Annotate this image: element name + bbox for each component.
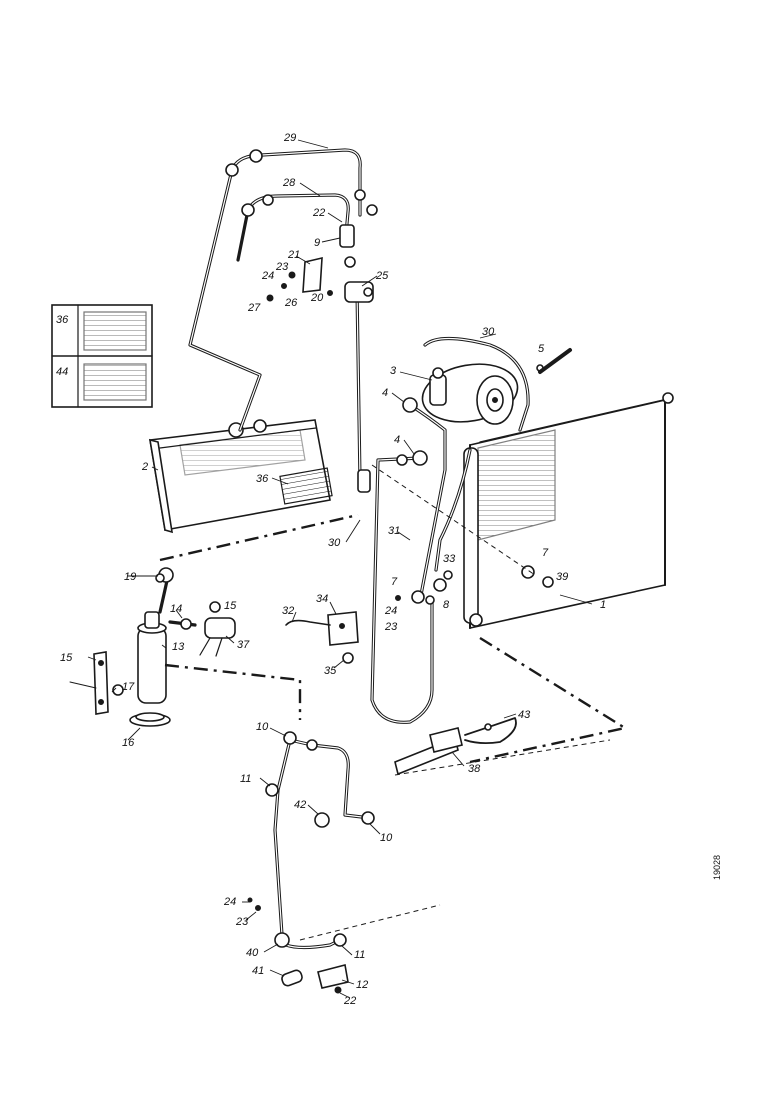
label-2: 2 (141, 461, 148, 473)
label-20: 20 (310, 292, 324, 304)
label-9: 9 (314, 237, 320, 249)
label-11-lower: 11 (354, 949, 365, 961)
label-24: 24 (261, 270, 274, 282)
label-7-left: 7 (391, 576, 398, 588)
label-16: 16 (122, 737, 135, 749)
label-27: 27 (247, 302, 261, 314)
routing-lines (159, 464, 629, 941)
document-reference: 19028 (712, 855, 722, 880)
label-34: 34 (316, 593, 328, 605)
label-42: 42 (294, 799, 306, 811)
label-35: 35 (324, 665, 337, 677)
label-28: 28 (282, 177, 296, 189)
label-30-upper: 30 (482, 326, 495, 338)
label-15-upper: 15 (224, 600, 237, 612)
label-23: 23 (275, 261, 289, 273)
label-37: 37 (237, 639, 250, 651)
label-36: 36 (256, 473, 269, 485)
label-39: 39 (556, 571, 568, 583)
label-22: 22 (312, 207, 325, 219)
leader-lines (87, 139, 593, 999)
label-24-mid: 24 (384, 605, 397, 617)
label-8: 8 (443, 599, 450, 611)
condenser (463, 392, 674, 629)
part-labels: 29 28 22 9 21 23 24 25 27 26 20 30 5 3 4… (60, 132, 606, 1007)
label-22-lower: 22 (343, 995, 356, 1007)
mounting-bracket (285, 611, 359, 664)
label-38: 38 (468, 763, 481, 775)
label-30-lower: 30 (328, 537, 341, 549)
label-19: 19 (124, 571, 136, 583)
label-26: 26 (284, 297, 298, 309)
label-32: 32 (282, 605, 294, 617)
label-3: 3 (390, 365, 397, 377)
label-31: 31 (388, 525, 400, 537)
label-14: 14 (170, 603, 182, 615)
label-43: 43 (518, 709, 531, 721)
label-40: 40 (246, 947, 259, 959)
label-13: 13 (172, 641, 185, 653)
label-24-lower: 24 (223, 896, 236, 908)
label-7-right: 7 (542, 547, 549, 559)
label-23-mid: 23 (384, 621, 398, 633)
label-5: 5 (538, 343, 545, 355)
inset-36-label: 36 (56, 314, 69, 326)
label-23-lower: 23 (235, 916, 249, 928)
label-11-upper: 11 (240, 773, 251, 785)
inset-44-label: 44 (56, 366, 68, 378)
label-4-upper: 4 (382, 387, 388, 399)
evaporator (149, 419, 333, 534)
label-41: 41 (252, 965, 264, 977)
label-insets: 36 44 (51, 304, 153, 408)
fittings (112, 149, 572, 994)
label-4-lower: 4 (394, 434, 400, 446)
receiver-drier (129, 611, 171, 727)
label-15-lower: 15 (60, 652, 73, 664)
label-33: 33 (443, 553, 456, 565)
drier-bracket (69, 651, 109, 715)
label-10-upper: 10 (256, 721, 269, 733)
pressure-switch (199, 601, 236, 657)
hose-bracket (394, 717, 517, 776)
label-21: 21 (287, 249, 300, 261)
label-10-lower: 10 (380, 832, 393, 844)
compressor (421, 363, 519, 425)
label-17: 17 (122, 681, 135, 693)
label-25: 25 (375, 270, 389, 282)
label-12: 12 (356, 979, 368, 991)
label-29: 29 (283, 132, 296, 144)
label-1: 1 (600, 599, 606, 611)
